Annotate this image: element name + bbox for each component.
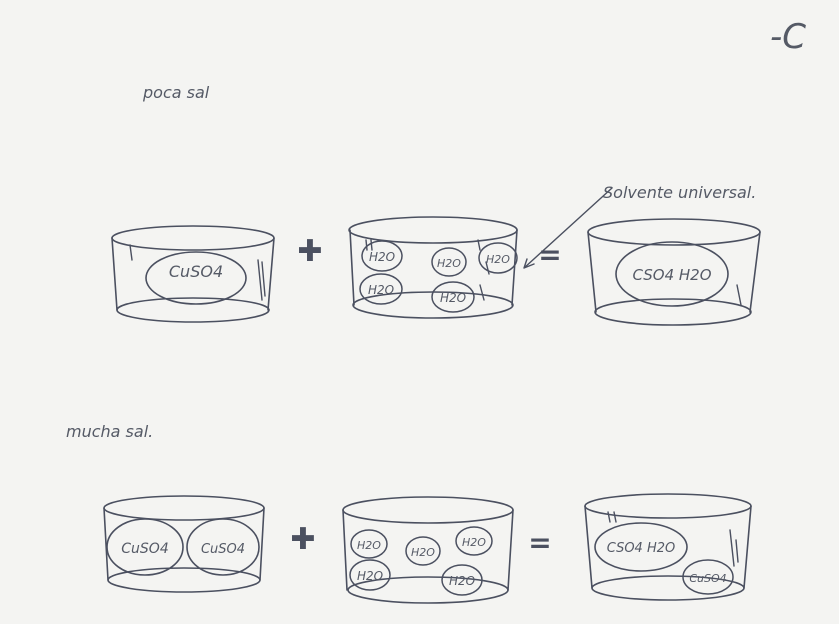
molecule-label: H2O: [462, 536, 486, 549]
plus-symbol: ✚: [290, 522, 315, 557]
molecule-label: H2O: [369, 250, 395, 264]
annotation-arrow: [524, 188, 612, 268]
molecule-label: H2O: [437, 257, 461, 270]
molecule-label: H2O: [449, 574, 475, 588]
beaker-salt-small: CuSO4: [112, 226, 274, 322]
plus-symbol: ✚: [297, 234, 322, 269]
molecule-label: CuSO4: [689, 572, 726, 585]
equals-symbol: =: [528, 526, 551, 559]
molecule-label: H2O: [440, 291, 466, 305]
molecule-label: CuSO4: [201, 542, 245, 557]
equals-symbol: =: [538, 238, 561, 271]
corner-mark: -C: [770, 17, 806, 57]
molecule-label: H2O: [486, 253, 510, 266]
beaker-solution-large: CSO4 H2O CuSO4: [585, 494, 751, 600]
molecule-label: H2O: [357, 539, 381, 552]
molecule-label: H2O: [368, 283, 394, 297]
molecule-label: CuSO4: [121, 541, 168, 557]
beaker-solution-small: CSO4 H2O: [588, 219, 760, 325]
molecule-label: CSO4 H2O: [632, 266, 711, 284]
molecule-label: H2O: [411, 546, 435, 559]
molecule-label: CSO4 H2O: [607, 541, 676, 556]
beaker-water-large: H2O H2O H2O H2O H2O: [343, 497, 513, 603]
beaker-salt-large: CuSO4 CuSO4: [104, 496, 264, 592]
beaker-water-small: H2O H2O H2O H2O H2O: [349, 217, 517, 318]
molecule-label: H2O: [357, 569, 383, 583]
row-label-poca-sal: poca sal: [142, 83, 210, 102]
molecule-label: CuSO4: [169, 262, 223, 281]
row-label-mucha-sal: mucha sal.: [66, 422, 153, 441]
annotation-solvente-universal: Solvente universal.: [603, 183, 756, 202]
